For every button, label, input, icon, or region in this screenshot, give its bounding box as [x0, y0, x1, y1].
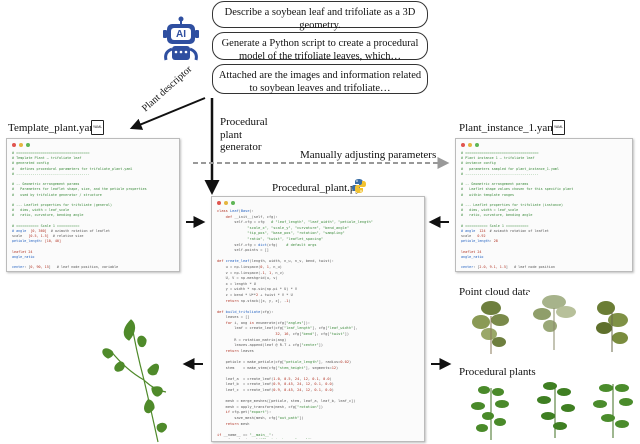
- yaml-code-preview: # ==================================== #…: [461, 151, 574, 269]
- procedural-generator-label-2: plant: [220, 129, 242, 141]
- procedural-plant-2: [528, 378, 582, 438]
- point-cloud-plant-1: [464, 296, 518, 356]
- procedural-generator-label-3: generator: [220, 141, 262, 153]
- prompt-bubble-3: Attached are the images and information …: [212, 64, 428, 94]
- point-cloud-plant-3: [586, 294, 640, 354]
- script-file-label: Procedural_plant.py: [272, 182, 361, 194]
- prompt-text-1: Describe a soybean leaf and trifoliate a…: [224, 7, 416, 31]
- window-controls: [217, 201, 235, 205]
- template-yaml-editor: # ==================================== #…: [6, 138, 180, 272]
- prompt-bubble-2: Generate a Python script to create a pro…: [212, 32, 428, 62]
- instance-file-label: Plant_instance_1.yaml: [459, 122, 559, 134]
- window-controls: [12, 143, 30, 147]
- procedural-plant-1: [464, 380, 518, 440]
- yaml-file-icon: YAML: [91, 120, 104, 135]
- python-logo-icon: [352, 179, 366, 193]
- yaml-code-preview: # ==================================== #…: [12, 151, 147, 269]
- ai-label: AI: [176, 29, 186, 40]
- point-cloud-label: Point cloud data: [459, 286, 531, 298]
- manual-adjust-label: Manually adjusting parameters: [300, 149, 437, 161]
- robot-icon: [163, 16, 199, 61]
- template-file-label: Template_plant.yaml: [8, 122, 102, 134]
- generated-leaf-model: [102, 319, 167, 443]
- prompt-text-3: Attached are the images and information …: [218, 70, 422, 94]
- yaml-file-icon: YAML: [552, 120, 565, 135]
- procedural-generator-label-1: Procedural: [220, 116, 268, 128]
- prompt-bubble-1: Describe a soybean leaf and trifoliate a…: [212, 1, 428, 31]
- python-code-preview: class Leaf(Base): def __init__(self, cfg…: [217, 209, 373, 439]
- prompt-text-2: Generate a Python script to create a pro…: [221, 38, 419, 62]
- point-cloud-plant-2: [528, 292, 582, 352]
- procedural-plant-3: [586, 378, 640, 438]
- window-controls: [461, 143, 479, 147]
- instance-yaml-editor: # ==================================== #…: [455, 138, 633, 272]
- python-script-editor: class Leaf(Base): def __init__(self, cfg…: [211, 196, 425, 442]
- procedural-plants-label: Procedural plants: [459, 366, 536, 378]
